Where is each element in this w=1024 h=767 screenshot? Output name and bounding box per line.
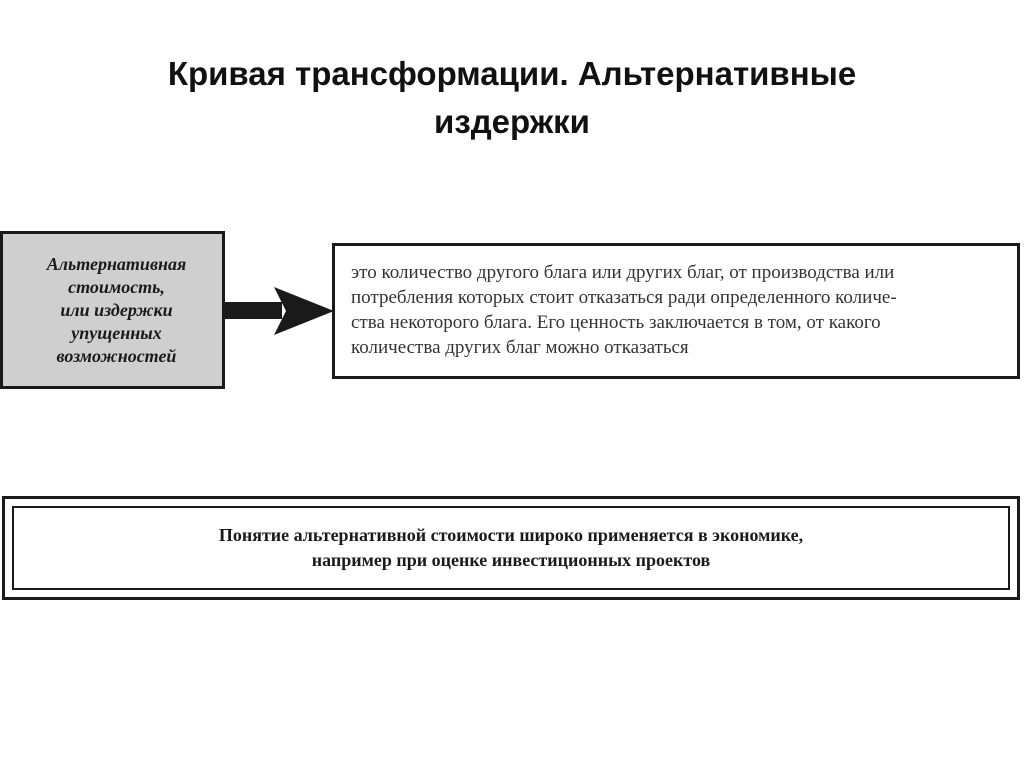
term-line-3: или издержки [60, 299, 173, 320]
note-inner-frame: Понятие альтернативной стоимости широко … [12, 506, 1010, 590]
definition-line-2: потребления которых стоит отказаться рад… [351, 287, 897, 308]
term-line-4: упущенных [71, 322, 162, 343]
term-line-1: Альтернативная [46, 253, 187, 274]
slide-title: Кривая трансформации. Альтернативные изд… [0, 50, 1024, 146]
definition-box: это количество другого блага или других … [332, 243, 1020, 379]
term-line-2: стоимость, [68, 276, 165, 297]
note-line-2: например при оценке инвестиционных проек… [311, 550, 711, 570]
term-line-5: возможностей [56, 345, 177, 366]
note-line-1: Понятие альтернативной стоимости широко … [218, 525, 804, 545]
definition-line-3: ства некоторого блага. Его ценность закл… [351, 312, 881, 333]
term-box: Альтернативная стоимость, или издержки у… [0, 231, 225, 389]
note-box: Понятие альтернативной стоимости широко … [2, 496, 1020, 600]
definition-line-1: это количество другого блага или других … [351, 262, 895, 283]
slide-title-line-1: Кривая трансформации. Альтернативные [167, 55, 857, 92]
slide-title-line-2: издержки [434, 103, 590, 140]
definition-line-4: количества других благ можно отказаться [351, 337, 689, 358]
right-arrow-icon [224, 287, 334, 335]
